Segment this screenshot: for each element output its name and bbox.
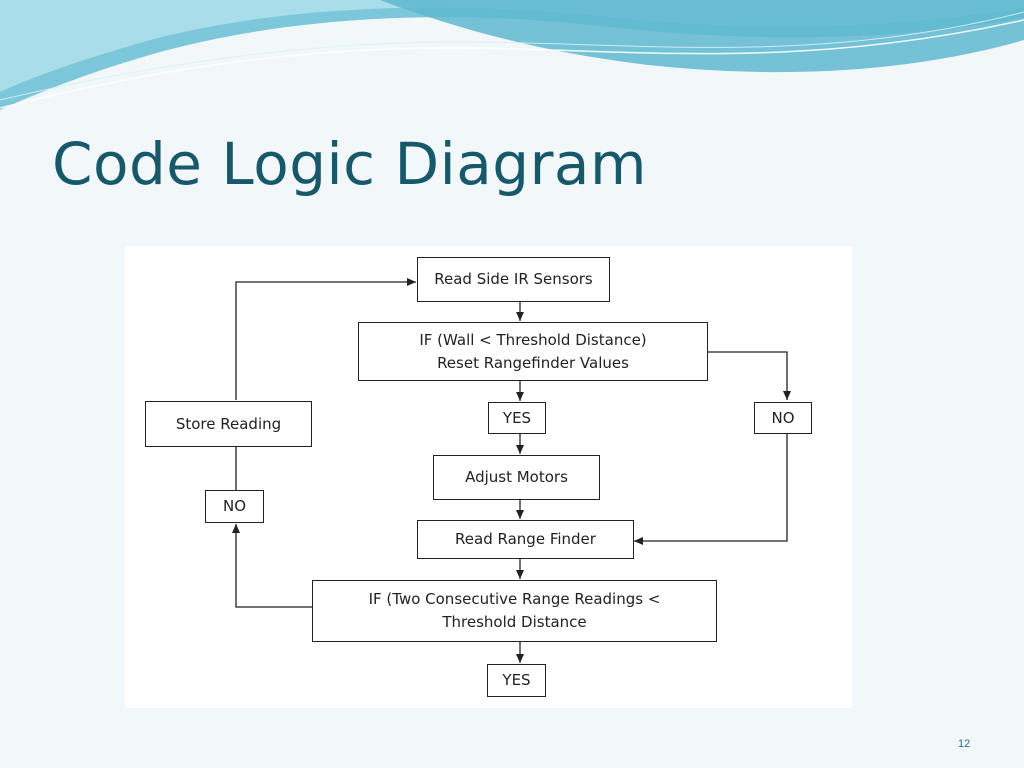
node-label: Adjust Motors <box>465 468 568 486</box>
node-store-reading: Store Reading <box>145 401 312 447</box>
flowchart-connectors <box>232 278 791 663</box>
node-label: YES <box>502 408 532 427</box>
node-label: YES <box>502 671 531 689</box>
header-wave-decoration <box>0 0 1024 110</box>
node-label: NO <box>222 497 247 515</box>
arrow-store-reading-to-read-ir <box>235 278 416 400</box>
node-adjust-motors: Adjust Motors <box>433 455 600 500</box>
node-label-line1: IF (Two Consecutive Range Readings < <box>368 590 661 608</box>
node-if-two-consecutive: IF (Two Consecutive Range Readings < Thr… <box>312 580 717 642</box>
node-label-line2: Reset Rangefinder Values <box>437 353 629 372</box>
arrow-if-wall-to-no <box>708 351 791 400</box>
arrow-if-two-to-no <box>232 524 312 608</box>
node-label-line2: Threshold Distance <box>442 613 587 631</box>
page-number: 12 <box>958 738 971 750</box>
arrow-no-to-read-range <box>634 434 788 545</box>
slide-title: Code Logic Diagram <box>52 130 647 198</box>
node-no-consecutive: NO <box>205 490 264 523</box>
node-read-range-finder: Read Range Finder <box>417 520 634 559</box>
node-label: Store Reading <box>175 414 282 433</box>
flowchart-panel: Read Side IR Sensors IF (Wall < Threshol… <box>125 246 852 708</box>
node-yes-wall: YES <box>488 402 546 434</box>
node-label: NO <box>771 408 795 427</box>
node-label: Read Range Finder <box>455 530 596 548</box>
node-if-wall-threshold: IF (Wall < Threshold Distance) Reset Ran… <box>358 322 708 381</box>
node-label: Read Side IR Sensors <box>434 270 593 288</box>
node-no-wall: NO <box>754 402 812 434</box>
node-label-line1: IF (Wall < Threshold Distance) <box>419 330 647 349</box>
node-yes-consecutive: YES <box>487 664 546 697</box>
node-read-side-ir-sensors: Read Side IR Sensors <box>417 257 610 302</box>
